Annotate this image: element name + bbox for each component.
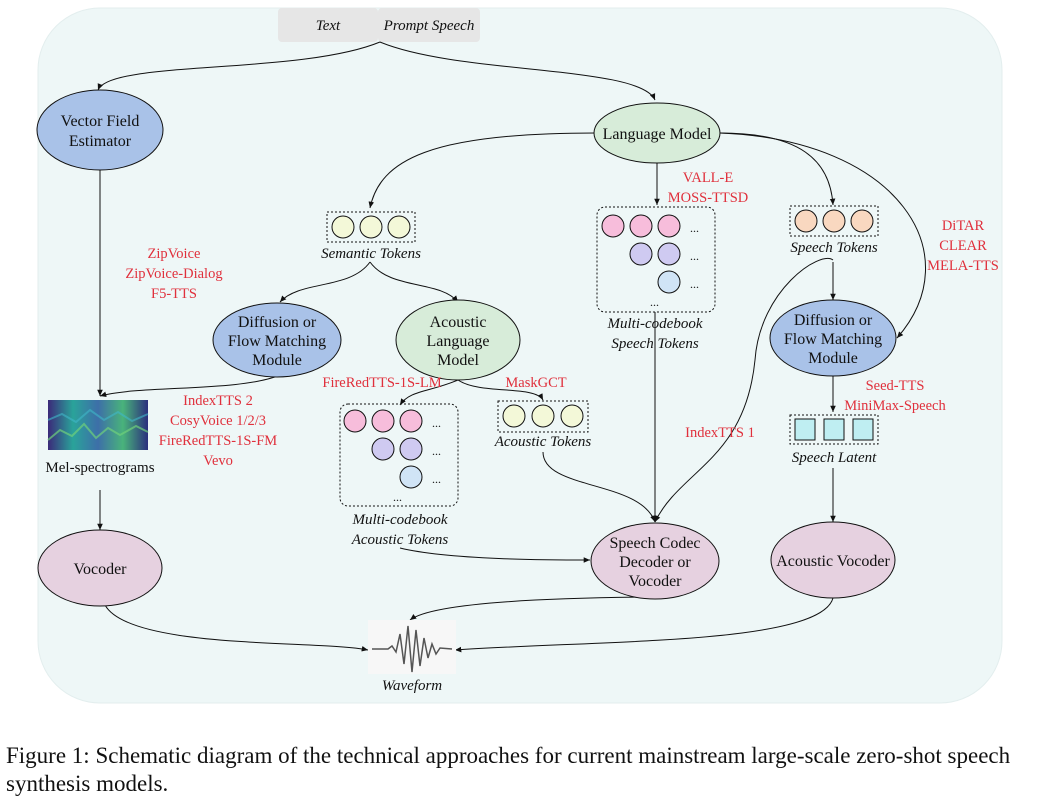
model-zipvoice-dialog: ZipVoice-Dialog bbox=[125, 266, 222, 282]
model-maskgct: MaskGCT bbox=[505, 375, 566, 391]
models-flow-branch: ZipVoice ZipVoice-Dialog F5-TTS bbox=[125, 246, 222, 302]
model-minimax-speech: MiniMax-Speech bbox=[844, 398, 946, 414]
edge-semantic-to-alm bbox=[369, 261, 459, 303]
mcs-ellipsis-1: ... bbox=[690, 221, 699, 235]
dfm-left-line-3: Module bbox=[252, 352, 302, 369]
alm-line-1: Acoustic bbox=[430, 314, 487, 331]
model-clear: CLEAR bbox=[939, 238, 987, 254]
speech-tokens-group: Speech Tokens bbox=[789, 205, 879, 256]
mcs-label-2: Speech Tokens bbox=[611, 336, 699, 352]
acoustic-tokens-label: Acoustic Tokens bbox=[494, 434, 592, 450]
node-acoustic-vocoder: Acoustic Vocoder bbox=[770, 521, 896, 599]
edge-codec-to-waveform bbox=[409, 596, 656, 621]
codec-line-1: Speech Codec bbox=[609, 535, 700, 552]
model-zipvoice: ZipVoice bbox=[148, 246, 201, 262]
acoustic-tokens-group: Acoustic Tokens bbox=[494, 400, 592, 450]
node-speech-codec: Speech Codec Decoder or Vocoder bbox=[590, 522, 720, 600]
mca-ellipsis-1: ... bbox=[432, 416, 441, 430]
models-continuous-ar: DiTAR CLEAR MELA-TTS bbox=[927, 218, 999, 274]
waveform: Waveform bbox=[368, 620, 456, 694]
prompt-speech-label: Prompt Speech bbox=[383, 18, 475, 34]
node-diffusion-fm-left: Diffusion or Flow Matching Module bbox=[212, 302, 342, 378]
edge-semantic-to-dfm-left bbox=[279, 261, 371, 303]
node-vector-field-estimator: Vector Field Estimator bbox=[36, 89, 164, 171]
prompt-speech-box bbox=[378, 8, 480, 42]
dfm-left-line-2: Flow Matching bbox=[228, 333, 326, 350]
model-seed-tts: Seed-TTS bbox=[866, 378, 925, 394]
input-bar: Text Prompt Speech bbox=[278, 8, 480, 42]
edge-alm-to-acoustic-tokens bbox=[457, 379, 544, 401]
mca-ellipsis-4: ... bbox=[393, 490, 402, 504]
node-vocoder: Vocoder bbox=[37, 529, 163, 607]
edge-alm-to-mc-acoustic bbox=[399, 379, 459, 406]
mel-spectrogram: Mel-spectrograms bbox=[45, 400, 155, 476]
figure-caption: Figure 1: Schematic diagram of the techn… bbox=[6, 743, 1011, 796]
speech-latent-group: Speech Latent bbox=[789, 414, 879, 466]
edges bbox=[97, 41, 926, 653]
mca-label-1: Multi-codebook bbox=[352, 512, 448, 528]
mcs-ellipsis-3: ... bbox=[690, 277, 699, 291]
speech-latent-label: Speech Latent bbox=[792, 450, 877, 466]
model-f5-tts: F5-TTS bbox=[151, 286, 197, 302]
semantic-tokens-group: Semantic Tokens bbox=[321, 211, 421, 262]
model-ditar: DiTAR bbox=[942, 218, 985, 234]
edge-input-to-lm bbox=[379, 41, 656, 101]
edge-lm-to-dfm-right bbox=[719, 132, 926, 339]
edge-acoustic-vocoder-to-waveform bbox=[454, 597, 834, 653]
model-valle: VALL-E bbox=[683, 170, 734, 186]
codec-line-3: Vocoder bbox=[628, 573, 682, 590]
mcs-ellipsis-2: ... bbox=[690, 249, 699, 263]
model-cosyvoice: CosyVoice 1/2/3 bbox=[170, 413, 266, 429]
background-panel bbox=[37, 7, 1003, 704]
lm-line-1: Language Model bbox=[603, 126, 712, 143]
multi-codebook-acoustic-group: ... ... ... ... Multi-codebook Acoustic … bbox=[339, 403, 459, 548]
edge-dfm-left-to-mel bbox=[99, 374, 281, 398]
edge-speech-tokens-to-codec bbox=[654, 258, 834, 523]
node-diffusion-fm-right: Diffusion or Flow Matching Module bbox=[769, 299, 897, 377]
acoustic-vocoder-line-1: Acoustic Vocoder bbox=[776, 553, 890, 570]
speech-tokens-label: Speech Tokens bbox=[790, 240, 878, 256]
dfm-right-line-3: Module bbox=[808, 350, 858, 367]
text-input-label: Text bbox=[316, 18, 341, 34]
model-moss-ttsd: MOSS-TTSD bbox=[668, 190, 749, 206]
model-firered-lm: FireRedTTS-1S-LM bbox=[322, 375, 441, 391]
mel-spectrograms-label: Mel-spectrograms bbox=[45, 460, 154, 476]
edge-lm-to-semantic bbox=[368, 132, 596, 209]
codec-line-2: Decoder or bbox=[619, 554, 691, 571]
mca-ellipsis-2: ... bbox=[432, 444, 441, 458]
model-indextts1: IndexTTS 1 bbox=[685, 425, 755, 441]
vfe-line-2: Estimator bbox=[69, 133, 132, 150]
node-language-model: Language Model bbox=[593, 102, 721, 164]
alm-line-2: Language bbox=[426, 333, 489, 350]
models-latent: Seed-TTS MiniMax-Speech bbox=[844, 378, 946, 414]
dfm-right-line-2: Flow Matching bbox=[784, 331, 882, 348]
mca-ellipsis-3: ... bbox=[432, 472, 441, 486]
diagram-svg: Text Prompt Speech Vector Field Estimato… bbox=[36, 7, 1003, 704]
model-vevo: Vevo bbox=[203, 453, 233, 469]
vocoder-line-1: Vocoder bbox=[73, 561, 127, 578]
edge-vocoder-to-waveform bbox=[104, 604, 369, 652]
models-semantic-fm: IndexTTS 2 CosyVoice 1/2/3 FireRedTTS-1S… bbox=[159, 393, 278, 469]
dfm-right-line-1: Diffusion or bbox=[794, 312, 873, 329]
model-indextts2: IndexTTS 2 bbox=[183, 393, 253, 409]
mcs-label-1: Multi-codebook bbox=[607, 316, 703, 332]
semantic-tokens-label: Semantic Tokens bbox=[321, 246, 421, 262]
alm-line-3: Model bbox=[437, 352, 479, 369]
text-input-box bbox=[278, 8, 378, 42]
edge-mc-acoustic-to-codec bbox=[399, 547, 591, 563]
multi-codebook-speech-group: ... ... ... ... Multi-codebook Speech To… bbox=[596, 206, 716, 352]
model-firered-fm: FireRedTTS-1S-FM bbox=[159, 433, 278, 449]
vfe-line-1: Vector Field bbox=[61, 113, 140, 130]
mcs-ellipsis-4: ... bbox=[650, 295, 659, 309]
dfm-left-line-1: Diffusion or bbox=[238, 314, 317, 331]
node-acoustic-lm: Acoustic Language Model bbox=[395, 299, 521, 381]
waveform-label: Waveform bbox=[382, 678, 442, 694]
edge-lm-to-speech-tokens bbox=[719, 132, 836, 206]
edge-acoustic-tokens-to-codec bbox=[542, 451, 656, 523]
model-mela-tts: MELA-TTS bbox=[927, 258, 999, 274]
edge-input-to-vfe bbox=[97, 41, 381, 91]
mca-label-2: Acoustic Tokens bbox=[351, 532, 449, 548]
models-codec-lm: VALL-E MOSS-TTSD bbox=[668, 170, 749, 206]
